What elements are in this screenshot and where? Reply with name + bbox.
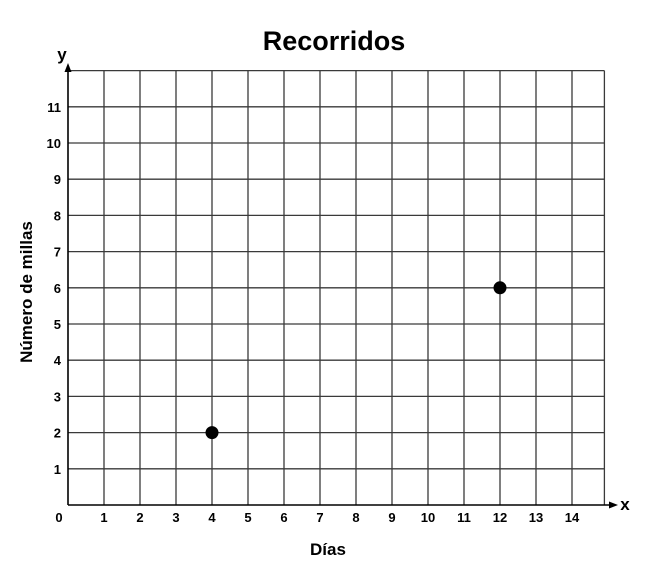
x-tick-label: 4 [208,510,216,525]
data-point [205,426,219,440]
x-tick-label: 2 [136,510,143,525]
data-point [493,281,507,295]
y-tick-label: 7 [54,245,61,260]
x-tick-label: 9 [388,510,395,525]
grid [68,69,606,505]
x-tick-label: 12 [493,510,507,525]
x-tick-label: 13 [529,510,543,525]
y-tick-label: 5 [54,317,61,332]
x-tick-label: 5 [244,510,251,525]
x-tick-label: 1 [100,510,107,525]
x-axis-arrow [609,501,618,509]
x-tick-label: 11 [457,510,471,525]
y-tick-label: 1 [54,462,61,477]
y-tick-label: 6 [54,281,61,296]
y-axis-letter: y [57,45,67,64]
x-tick-label: 3 [172,510,179,525]
y-tick-label: 8 [54,208,61,223]
origin-label: 0 [55,510,62,525]
y-tick-label: 3 [54,389,61,404]
data-points [205,281,507,440]
y-axis-label: Número de millas [17,221,36,363]
x-axis-letter: x [620,495,630,514]
x-tick-label: 8 [352,510,359,525]
y-tick-label: 11 [47,100,61,115]
axes [64,63,618,509]
y-tick-label: 10 [47,136,61,151]
x-tick-label: 6 [280,510,287,525]
y-tick-label: 2 [54,426,61,441]
x-tick-label: 10 [421,510,435,525]
x-tick-label: 7 [316,510,323,525]
x-tick-label: 14 [565,510,580,525]
chart-title: Recorridos [263,26,406,56]
y-tick-label: 9 [54,172,61,187]
y-axis-arrow [64,63,72,72]
y-tick-label: 4 [54,353,62,368]
x-axis-label: Días [310,540,346,559]
